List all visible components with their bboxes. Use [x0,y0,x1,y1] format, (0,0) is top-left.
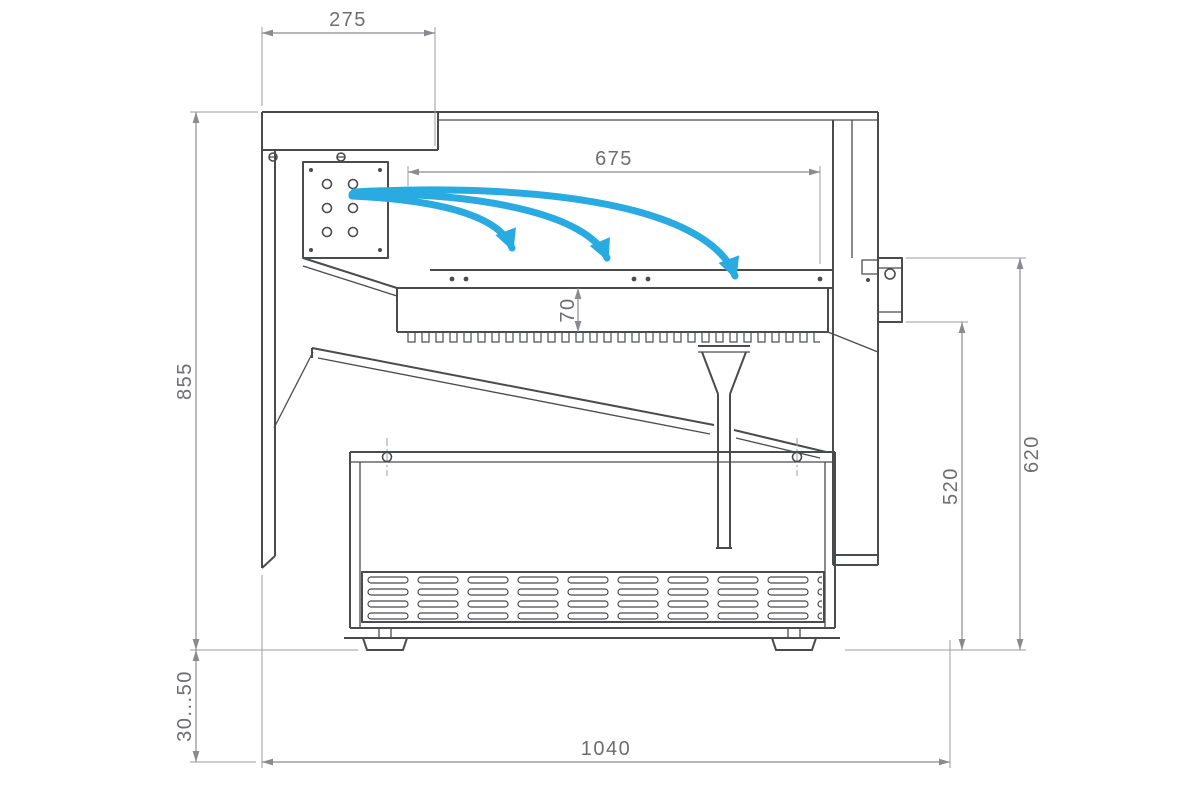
ventilation-grille [361,571,825,623]
fan-evaporator-unit [302,161,398,297]
drain-funnel [698,345,750,549]
display-deck [396,288,879,353]
dimension-deck-thickness: 70 [557,288,582,332]
drip-pan [311,347,827,459]
dimension-rear-height: 620 [845,257,1043,651]
bolt-icon [791,451,803,463]
dimensioning: 275 675 70 855 30...50 1040 [174,9,1043,768]
rear-wall [832,112,879,566]
base-cabinet [344,438,840,639]
dimension-rear-lower-height: 520 [906,321,968,650]
dim-label-canopy-depth: 275 [329,9,367,31]
fan-hole-icon [321,226,333,238]
air-outlet-duct [397,269,833,289]
dim-label-rear-lower-height: 520 [940,467,962,505]
fan-hole-icon [321,202,333,214]
dimension-overall-depth: 1040 [261,575,951,768]
dim-label-rear-height: 620 [1021,435,1043,473]
dim-label-deck-thickness: 70 [557,297,579,322]
foot [362,627,408,651]
dimension-canopy-depth: 275 [261,9,436,146]
dim-label-overall-height: 855 [174,362,196,400]
dim-label-leg-adjustment: 30...50 [174,670,196,742]
adjustable-feet [362,627,817,651]
deck-grille-teeth [404,332,820,344]
left-wall [261,112,314,569]
airflow-arrow-icon [348,190,611,262]
fan-hole-icon [321,178,333,190]
airflow-arrow-icon [350,186,740,280]
rail-bolt [381,438,393,476]
airflow-arrows [348,186,740,280]
rear-bumper [861,257,903,323]
dimension-leg-adjustment: 30...50 [174,650,256,763]
dim-label-air-throw: 675 [595,148,633,170]
top-canopy [262,111,878,162]
foot [771,627,817,651]
fan-hole-icon [347,226,359,238]
rail-bolt [791,438,803,476]
airflow-arrow-icon [348,192,516,252]
dimension-air-throw: 675 [407,148,821,264]
dimension-overall-height: 855 [174,111,358,651]
fan-hole-icon [347,202,359,214]
bolt-icon [381,451,393,463]
fan-hole-icon [347,178,359,190]
bolt-icon [884,268,896,280]
dim-label-overall-depth: 1040 [581,738,632,760]
cabinet-outline [261,111,903,651]
